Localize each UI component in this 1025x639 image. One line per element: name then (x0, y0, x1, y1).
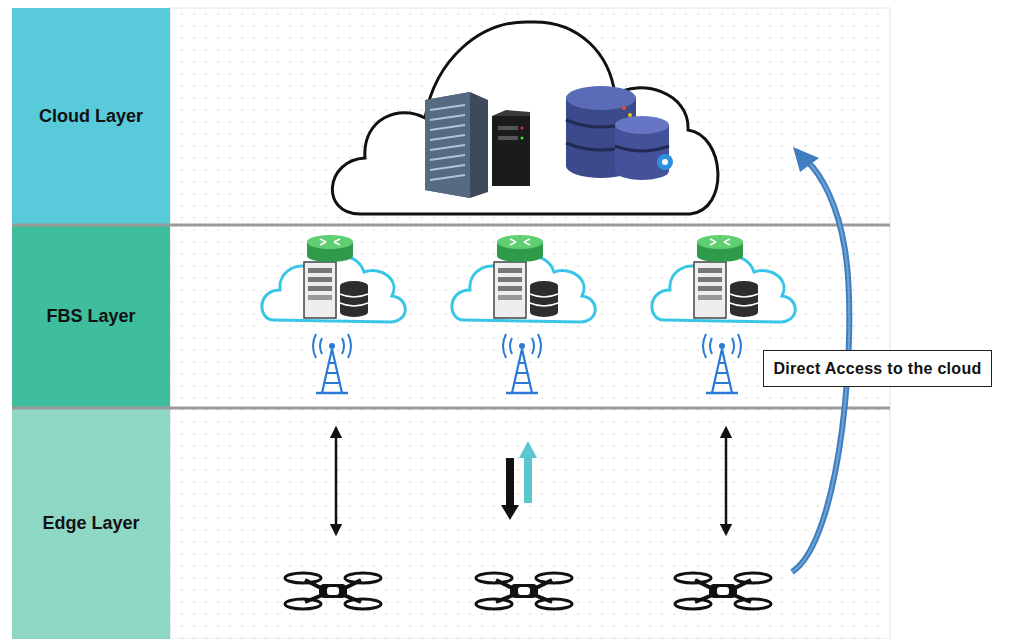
callout-text: Direct Access to the cloud (773, 360, 981, 378)
callout-box: Direct Access to the cloud (763, 350, 992, 387)
layer-band: FBS Layer (12, 225, 170, 408)
layer-band: Edge Layer (12, 408, 170, 639)
layer-band: Cloud Layer (12, 8, 170, 225)
layer-label: Edge Layer (42, 513, 139, 534)
layer-label: Cloud Layer (39, 106, 143, 127)
layer-label: FBS Layer (46, 306, 135, 327)
